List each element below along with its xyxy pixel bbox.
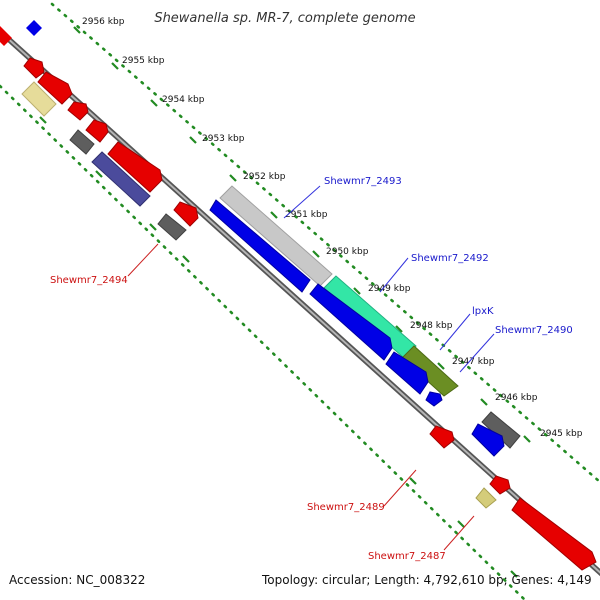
gene-label[interactable]: Shewmr7_2487 xyxy=(368,551,446,562)
inner-dotted-track xyxy=(0,84,527,600)
gene-label[interactable]: lpxK xyxy=(472,306,494,317)
tick-mark xyxy=(182,255,190,263)
gene-feature[interactable] xyxy=(309,283,393,361)
tick-mark xyxy=(480,398,488,406)
gene-feature[interactable] xyxy=(157,213,187,241)
tick-mark xyxy=(150,99,158,107)
map-title: Shewanella sp. MR-7, complete genome xyxy=(154,11,415,26)
gene-feature[interactable] xyxy=(425,391,443,407)
tick-label: 2956 kbp xyxy=(82,17,125,27)
leader-line xyxy=(383,469,417,507)
gene-feature[interactable] xyxy=(173,201,199,227)
gene-label[interactable]: Shewmr7_2489 xyxy=(307,502,385,513)
tick-mark xyxy=(409,477,417,485)
gene-label[interactable]: Shewmr7_2492 xyxy=(411,253,489,264)
gene-feature[interactable] xyxy=(69,129,95,155)
gene-feature[interactable] xyxy=(429,425,455,449)
gene-feature[interactable] xyxy=(67,101,89,121)
tick-label: 2955 kbp xyxy=(122,56,165,66)
tick-label: 2953 kbp xyxy=(202,134,245,144)
gene-label[interactable]: Shewmr7_2494 xyxy=(50,275,128,286)
outer-dotted-track xyxy=(50,2,600,484)
tick-mark xyxy=(457,520,465,528)
features-lower xyxy=(0,18,597,571)
gene-feature[interactable] xyxy=(511,497,597,571)
leader-line xyxy=(439,313,471,351)
tick-mark xyxy=(523,435,531,443)
gene-feature[interactable] xyxy=(489,475,511,495)
gene-feature[interactable] xyxy=(401,345,459,397)
tick-label: 2950 kbp xyxy=(326,247,369,257)
gene-label[interactable]: Shewmr7_2493 xyxy=(324,176,402,187)
genome-summary-text: Topology: circular; Length: 4,792,610 bp… xyxy=(262,573,592,587)
leader-line xyxy=(283,185,321,219)
tick-marks xyxy=(39,26,531,578)
gene-feature[interactable] xyxy=(0,18,12,46)
gene-feature[interactable] xyxy=(91,151,151,207)
tick-mark xyxy=(229,174,237,182)
tick-label: 2947 kbp xyxy=(452,357,495,367)
tick-mark xyxy=(353,287,361,295)
accession-text: Accession: NC_008322 xyxy=(9,573,146,587)
gene-feature[interactable] xyxy=(23,57,45,79)
gene-feature[interactable] xyxy=(481,411,521,449)
tick-label: 2954 kbp xyxy=(162,95,205,105)
features-upper xyxy=(26,20,521,449)
tick-mark xyxy=(189,136,197,144)
tick-mark xyxy=(149,223,157,231)
tick-label: 2946 kbp xyxy=(495,393,538,403)
label-leaders xyxy=(127,185,495,551)
tick-label: 2945 kbp xyxy=(540,429,583,439)
gene-labels: Shewmr7_2493 Shewmr7_2492 lpxK Shewmr7_2… xyxy=(50,176,573,562)
gene-feature[interactable] xyxy=(37,71,73,105)
gene-label[interactable]: Shewmr7_2490 xyxy=(495,325,573,336)
leader-line xyxy=(379,257,409,293)
tick-mark xyxy=(312,250,320,258)
gene-feature[interactable] xyxy=(385,351,429,395)
tick-mark xyxy=(437,362,445,370)
genome-backbone xyxy=(0,27,600,577)
tick-mark xyxy=(95,170,103,178)
tick-mark xyxy=(270,211,278,219)
leader-line xyxy=(127,243,159,277)
leader-line xyxy=(443,515,475,551)
gene-feature[interactable] xyxy=(21,81,57,117)
tick-label: 2949 kbp xyxy=(368,284,411,294)
gene-feature[interactable] xyxy=(209,199,311,293)
gene-feature[interactable] xyxy=(107,141,163,193)
leader-line xyxy=(459,333,495,373)
gene-feature[interactable] xyxy=(471,423,505,457)
gene-feature[interactable] xyxy=(26,20,42,36)
tick-mark xyxy=(510,570,518,578)
tick-label: 2948 kbp xyxy=(410,321,453,331)
gene-feature[interactable] xyxy=(85,119,109,143)
tick-label: 2951 kbp xyxy=(285,210,328,220)
tick-mark xyxy=(395,325,403,333)
gene-feature[interactable] xyxy=(475,487,497,509)
tick-mark xyxy=(111,62,119,70)
tick-labels: 2956 kbp 2955 kbp 2954 kbp 2953 kbp 2952… xyxy=(82,17,583,439)
tick-label: 2952 kbp xyxy=(243,172,286,182)
tick-mark xyxy=(39,116,47,124)
tick-mark xyxy=(73,26,81,34)
